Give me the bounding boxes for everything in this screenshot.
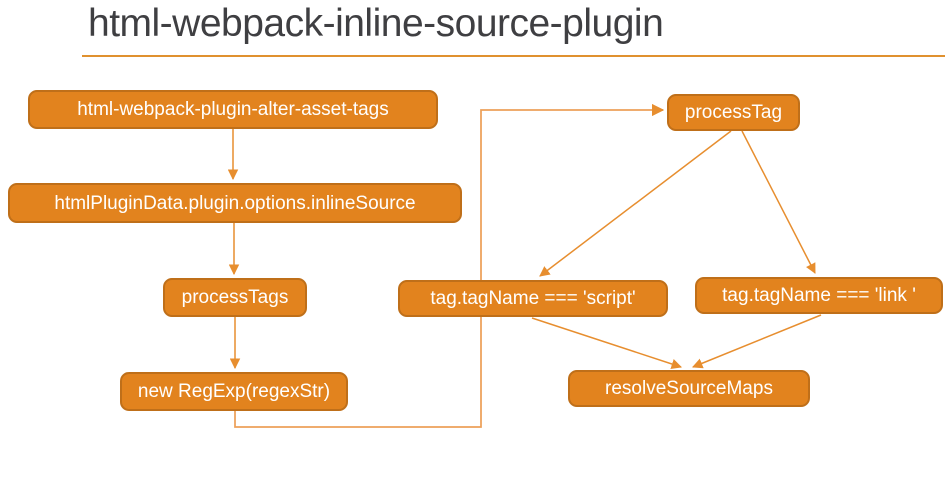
connector-process-tag-to-tagname-link xyxy=(741,130,816,274)
node-label: resolveSourceMaps xyxy=(605,378,773,399)
node-label: tag.tagName === 'script' xyxy=(430,288,636,309)
node-new-regexp: new RegExp(regexStr) xyxy=(120,372,348,411)
connector-tagname-link-to-resolve-source-maps xyxy=(692,314,822,369)
node-html-plugin-data-options-inline-source: htmlPluginData.plugin.options.inlineSour… xyxy=(8,183,462,223)
node-label: tag.tagName === 'link ' xyxy=(722,285,916,306)
node-tagname-link: tag.tagName === 'link ' xyxy=(695,277,943,314)
node-label: html-webpack-plugin-alter-asset-tags xyxy=(77,99,389,120)
node-label: new RegExp(regexStr) xyxy=(137,381,331,402)
connector-process-tag-to-tagname-script xyxy=(539,130,732,277)
title-underline xyxy=(82,55,945,57)
node-resolve-source-maps: resolveSourceMaps xyxy=(568,370,810,407)
node-process-tags: processTags xyxy=(163,278,307,317)
connector-tagname-script-to-resolve-source-maps xyxy=(531,317,682,370)
node-label: processTags xyxy=(181,287,289,308)
node-html-webpack-plugin-alter-asset-tags: html-webpack-plugin-alter-asset-tags xyxy=(28,90,438,129)
node-process-tag: processTag xyxy=(667,94,800,131)
node-label: processTag xyxy=(684,102,783,123)
node-label: htmlPluginData.plugin.options.inlineSour… xyxy=(54,192,416,214)
node-tagname-script: tag.tagName === 'script' xyxy=(398,280,668,317)
page-title: html-webpack-inline-source-plugin xyxy=(88,2,664,45)
